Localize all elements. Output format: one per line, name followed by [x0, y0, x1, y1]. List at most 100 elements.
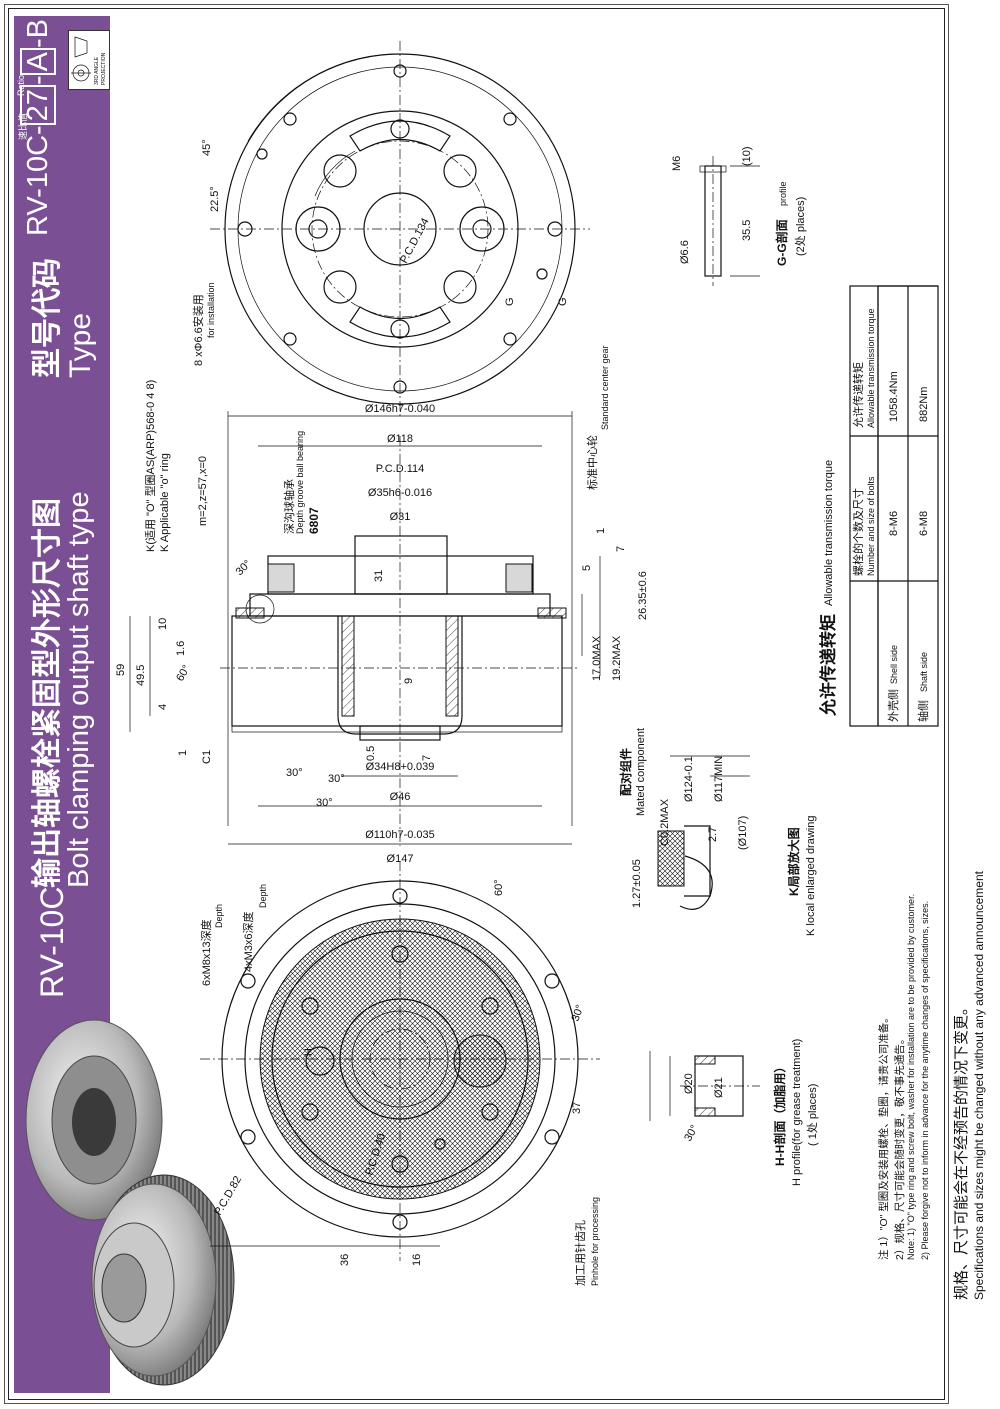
front-h-mark: H — [303, 1048, 315, 1056]
g-section — [699, 156, 760, 286]
bearing-en: Depth groove ball bearing — [295, 431, 305, 534]
center-gear-cn: 标准中心轮 — [585, 435, 599, 490]
side-dim-49-5: 49.5 — [135, 665, 147, 686]
disclaimer-en: Specifications and sizes might be change… — [972, 871, 986, 1300]
front-view — [200, 861, 600, 1261]
model-short: RV-10C — [34, 886, 70, 998]
side-d05: 0.5 — [365, 746, 377, 761]
h-title-en: H profile(for grease treatment) — [791, 1039, 803, 1186]
side-d31-len: 31 — [373, 570, 385, 582]
outer-border — [4, 4, 949, 1404]
side-d46: Ø46 — [390, 791, 411, 803]
side-a30c: 30° — [316, 797, 333, 809]
pinhole-en: Pinhole for processing — [590, 1197, 600, 1286]
torque-row2-torque: 882Nm — [918, 387, 930, 422]
torque-row1-side-cn: 外壳侧 — [886, 689, 900, 722]
side-d31: Ø31 — [390, 511, 411, 523]
front-pcd-82: P.C.D.82 — [212, 1174, 244, 1217]
gear-param: m=2,z=57,x=0 — [197, 456, 209, 526]
h-places: ( 1处 places) — [806, 1084, 819, 1146]
k-title-en: K local enlarged drawing — [805, 816, 817, 936]
technical-drawing: 45° 22.5° P.C.D.134 8 xΦ6.6安装用 for insta… — [115, 41, 939, 1286]
note-1-cn: 注 1）"O" 型圈及安装用螺栓、垫圈，请贵公司准备。 — [878, 1012, 890, 1260]
rear-view — [210, 41, 590, 416]
g-title-en: profile — [778, 181, 788, 206]
torque-row1-side-en: Shell side — [889, 645, 899, 684]
k-title-cn: K局部放大图 — [786, 827, 801, 896]
title-en: Bolt clamping output shaft type — [63, 491, 95, 888]
side-dim-1-6: 1.6 — [175, 641, 187, 656]
rear-g2: G — [557, 297, 569, 306]
side-c1: C1 — [201, 750, 213, 764]
torque-col1-en: Number and size of bolts — [866, 476, 876, 576]
side-pcd114: P.C.D.114 — [376, 463, 425, 475]
front-tap-holes-en: Depth — [258, 884, 268, 908]
projection-label-1: 3RD ANGLE — [94, 56, 100, 85]
torque-row2-side-en: Shaft side — [919, 652, 929, 692]
front-angle-60: 60° — [493, 879, 505, 896]
h-d21: Ø21 — [713, 1077, 725, 1098]
k-d124: Ø124-0.1 — [683, 756, 695, 802]
h-a30: 30° — [682, 1123, 701, 1143]
side-a30a: 30° — [286, 767, 303, 779]
g-d35-5: 35.5 — [741, 220, 753, 241]
bearing-cn: 深沟球轴承 — [282, 479, 296, 534]
bearing-no: 6807 — [307, 507, 321, 534]
rear-pcd-134: P.C.D.134 — [398, 216, 432, 265]
k-mated-cn: 配对组件 — [618, 748, 633, 796]
ratio-cn: 速比值 — [18, 112, 28, 140]
side-angle-30: 30° — [234, 558, 254, 578]
g-d6-6: Ø6.6 — [679, 240, 691, 264]
center-gear-en: Standard center gear — [600, 345, 610, 430]
side-d35: Ø35h6-0.016 — [368, 487, 432, 499]
oring-en: K Applicable "o" ring — [159, 453, 171, 552]
h-section — [649, 1051, 760, 1121]
torque-row2-side-cn: 轴侧 — [916, 700, 930, 722]
side-dim-10: 10 — [157, 618, 169, 630]
side-a30b: 30° — [328, 773, 345, 785]
torque-row1-torque: 1058.4Nm — [888, 371, 900, 422]
pinhole-cn: 加工用针齿孔 — [573, 1220, 587, 1286]
side-d9: 9 — [403, 678, 415, 684]
side-dim-4: 4 — [157, 704, 169, 710]
ratio-en: Ratio — [16, 74, 26, 96]
rear-angle-22-5: 22.5° — [209, 186, 221, 212]
torque-col2-en: Allowable transmission torque — [866, 308, 876, 428]
side-dim-1b: 1 — [595, 528, 607, 534]
side-dim-5: 5 — [581, 565, 593, 571]
type-en: Type — [64, 312, 97, 378]
h-title-cn: H-H剖面（加脂用） — [772, 1061, 787, 1166]
torque-col1-cn: 螺栓的个数及尺寸 — [851, 488, 865, 576]
projection-symbol: 3RD ANGLE PROJECTION — [68, 30, 110, 90]
k-d2-7: 2.7 — [707, 827, 719, 842]
side-dim-19-2: 19.2MAX — [611, 635, 623, 681]
k-d117: Ø117MIN — [713, 756, 725, 802]
front-dim-36: 36 — [339, 1254, 351, 1266]
front-dim-16: 16 — [411, 1254, 423, 1266]
side-dim-7b: 7 — [615, 546, 627, 552]
inner-border — [8, 8, 945, 1400]
rear-install-cn: 8 xΦ6.6安装用 — [191, 294, 205, 366]
rear-angle-45: 45° — [201, 139, 213, 156]
note-1-en: Note: 1) "O" type ring and screw bolt, w… — [906, 893, 916, 1260]
torque-col2-cn: 允许传递转矩 — [851, 362, 865, 428]
side-dim-59: 59 — [115, 664, 127, 676]
h-d20: Ø20 — [683, 1073, 695, 1094]
product-photo — [25, 1019, 235, 1386]
side-dim-17: 17.0MAX — [591, 635, 603, 681]
type-code-a: A — [20, 48, 56, 76]
side-d7a: 7 — [421, 755, 433, 761]
torque-heading-en: Allowable transmission torque — [823, 460, 835, 606]
front-angle-30: 30° — [570, 1003, 587, 1023]
front-bolt-holes: 6xM8x13深度 — [199, 919, 213, 986]
note-2-cn: 2）规格、尺寸可能会随时变更，敬不事先通告。 — [894, 1033, 906, 1260]
k-d1-27: 1.27±0.05 — [631, 859, 643, 908]
oring-cn: K(适用 "O" 型圈AS(ARP)568-0 4 8) — [143, 380, 157, 552]
k-mated-en: Mated component — [635, 728, 647, 816]
torque-table — [849, 285, 939, 727]
g-title-cn: G-G剖面 — [774, 219, 789, 266]
side-dim-1: 1 — [177, 750, 189, 756]
side-d110: Ø110h7-0.035 — [365, 829, 435, 841]
front-dim-37: 37 — [571, 1102, 583, 1114]
